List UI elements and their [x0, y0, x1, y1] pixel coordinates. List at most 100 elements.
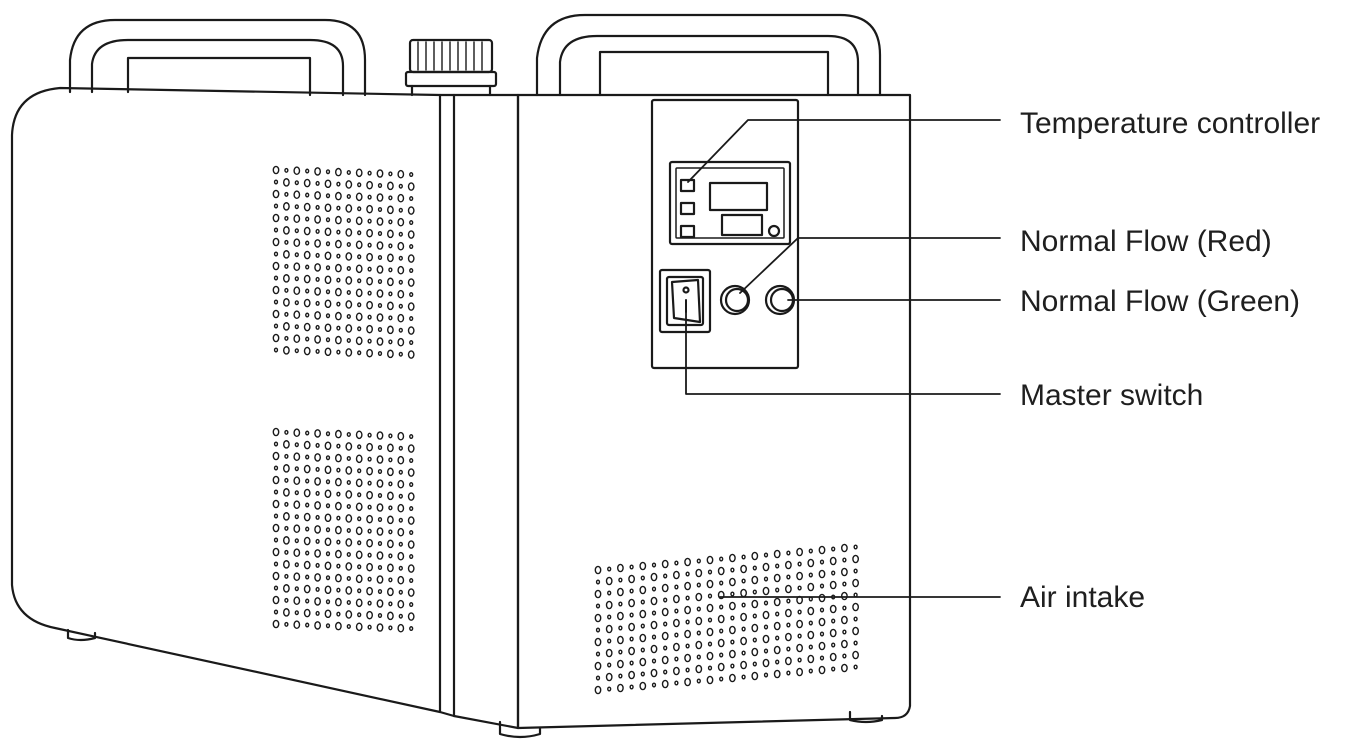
vent-hole [397, 313, 405, 323]
vent-hole [618, 649, 623, 655]
vent-hole [629, 612, 634, 618]
vent-hole [628, 598, 635, 608]
vent-hole [315, 466, 320, 472]
vent-hole [346, 455, 351, 461]
vent-hole [674, 632, 679, 638]
vent-hole [273, 513, 279, 519]
vent-hole [282, 488, 290, 497]
vent-hole [842, 557, 847, 563]
vent-hole [314, 501, 321, 510]
vent-hole [751, 671, 759, 681]
vent-hole [345, 586, 353, 595]
flow-indicator-red [719, 284, 751, 316]
leader-temperature-controller [687, 119, 1001, 183]
vent-hole [305, 264, 310, 270]
vent-hole [661, 559, 669, 569]
vent-hole [706, 579, 714, 589]
vent-hole [842, 581, 847, 587]
vent-hole [661, 631, 669, 641]
vent-hole [762, 658, 770, 668]
vent-hole [284, 453, 289, 459]
vent-hole [685, 643, 690, 649]
vent-hole [386, 253, 394, 263]
vent-hole [355, 598, 363, 608]
vent-hole [594, 613, 602, 623]
vent-hole [640, 575, 645, 581]
vent-hole [376, 241, 384, 250]
vent-hole [629, 564, 634, 570]
vent-hole [284, 191, 289, 197]
vent-hole [294, 228, 299, 234]
vent-hole [336, 181, 341, 187]
vent-hole [303, 322, 311, 332]
vent-hole [345, 228, 353, 237]
vent-hole [673, 666, 680, 676]
vent-hole [386, 325, 394, 335]
vent-hole [303, 560, 311, 570]
vent-hole [407, 254, 415, 263]
vent-hole [355, 240, 363, 250]
vent-hole [282, 536, 290, 545]
vent-hole [294, 348, 299, 354]
vent-hole [741, 602, 746, 608]
vent-hole [293, 310, 301, 320]
vent-hole [334, 549, 342, 559]
vent-hole [639, 681, 647, 691]
vent-hole [367, 528, 372, 534]
vent-hole [315, 610, 320, 616]
vent-hole [386, 467, 394, 477]
vent-hole [674, 560, 679, 566]
vent-hole [357, 444, 362, 450]
vent-hole [366, 538, 373, 548]
vent-hole [293, 596, 301, 606]
vent-hole [617, 563, 624, 573]
vent-hole [797, 561, 802, 567]
vent-hole [366, 324, 373, 334]
vent-hole [377, 351, 383, 357]
vent-hole [346, 337, 351, 343]
vent-hole [334, 239, 342, 249]
vent-hole [336, 301, 341, 307]
vent-hole [315, 562, 320, 568]
vent-hole [272, 261, 280, 271]
vent-hole [594, 661, 602, 671]
vent-hole [346, 599, 351, 605]
vent-hole [786, 646, 791, 652]
vent-hole [409, 578, 414, 584]
vent-hole [272, 189, 280, 199]
vent-hole [717, 566, 725, 576]
label-master-switch: Master switch [1020, 379, 1204, 412]
vent-hole [607, 614, 612, 620]
vent-hole [397, 503, 405, 513]
vent-hole [640, 671, 645, 677]
vent-hole [282, 584, 290, 593]
vent-hole [628, 622, 635, 632]
vent-hole [717, 614, 725, 624]
vent-hole [409, 602, 414, 608]
vent-hole [345, 348, 353, 357]
vent-hole [763, 672, 769, 678]
vent-hole [397, 265, 405, 275]
vent-hole [272, 619, 280, 629]
vent-hole [607, 590, 612, 596]
vent-hole [409, 434, 414, 440]
vent-hole [376, 479, 384, 488]
vent-hole [617, 635, 624, 645]
vent-hole [305, 622, 310, 628]
vent-hole [818, 617, 826, 627]
vent-hole [346, 623, 351, 629]
vent-hole [377, 445, 383, 451]
vent-hole [661, 583, 669, 593]
vent-hole [853, 664, 858, 670]
vent-hole [355, 526, 363, 536]
vent-hole [618, 577, 623, 583]
vent-hole [273, 489, 279, 495]
vent-hole [819, 583, 825, 589]
vent-hole [294, 204, 299, 210]
vent-hole [314, 525, 321, 534]
vent-hole [397, 431, 405, 441]
vent-hole [639, 585, 647, 595]
vent-hole [706, 603, 714, 613]
vent-hole [325, 337, 331, 343]
vent-hole [376, 193, 384, 202]
